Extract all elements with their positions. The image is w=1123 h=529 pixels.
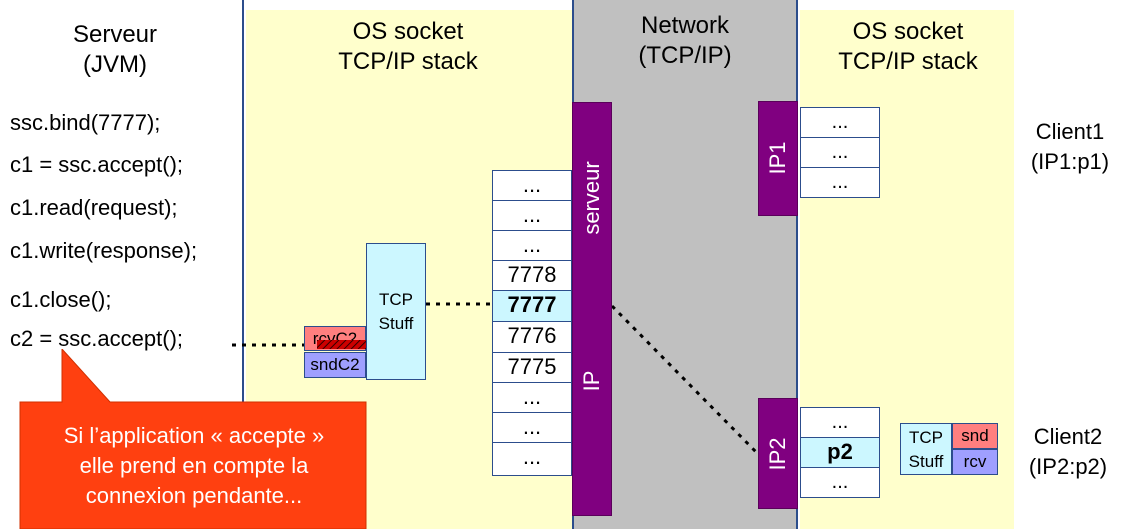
code-line-close: c1.close();	[10, 287, 112, 312]
client2-tcp-stuff-box: TCP Stuff	[900, 423, 952, 475]
port-cell: ...	[492, 200, 572, 231]
code-line-write: c1.write(response);	[10, 238, 198, 263]
client2-cell-highlighted: p2	[800, 437, 880, 468]
client1-label: Client1 (IP1:p1)	[1010, 117, 1123, 177]
os-socket-right-title-line2: TCP/IP stack	[838, 48, 978, 75]
network-title-line2: (TCP/IP)	[638, 42, 732, 69]
port-cell: 7776	[492, 321, 572, 353]
port-cell: 7778	[492, 260, 572, 291]
snd-buffer-label: sndC2	[310, 355, 360, 374]
code-line-bind: ssc.bind(7777);	[10, 110, 161, 135]
os-socket-left-title-line1: OS socket	[352, 18, 464, 45]
port-cell: ...	[492, 170, 572, 201]
client2-tcp-line1: TCP	[909, 428, 943, 447]
client2-address: (IP2:p2)	[1028, 454, 1108, 479]
tcp-stuff-line2: Stuff	[378, 314, 414, 333]
snd-buffer-c2: sndC2	[304, 352, 366, 378]
ip-to-ip2-line	[610, 304, 762, 458]
client2-rcv-label: rcv	[963, 452, 987, 471]
tcp-stuff-line1: TCP	[379, 290, 413, 309]
os-socket-left-title: OS socket TCP/IP stack	[300, 17, 516, 77]
port-cell-highlighted: 7777	[492, 290, 572, 322]
network-title-line1: Network	[640, 12, 730, 39]
client2-snd-label: snd	[961, 426, 989, 445]
os-socket-left-title-line2: TCP/IP stack	[338, 48, 478, 75]
rcv-buffer-hatch	[317, 340, 377, 349]
client2-cell: ...	[800, 407, 880, 438]
server-title: Serveur (JVM)	[30, 20, 200, 80]
client1-cell: ...	[800, 107, 880, 138]
port-cell: 7775	[492, 352, 572, 383]
callout-line2: elle prend en compte la	[79, 453, 309, 478]
port-cell: ...	[492, 412, 572, 443]
port-cell: ...	[492, 230, 572, 261]
ip1-bar	[758, 101, 798, 216]
client1-cell: ...	[800, 137, 880, 168]
serveur-label: serveur	[579, 161, 604, 235]
callout-line3: connexion pendante...	[85, 483, 303, 508]
client1-cell: ...	[800, 167, 880, 198]
network-title: Network (TCP/IP)	[600, 11, 770, 71]
ip-label: IP	[579, 370, 604, 392]
client1-address: (IP1:p1)	[1030, 149, 1110, 174]
code-line-read: c1.read(request);	[10, 195, 178, 220]
client2-rcv-buffer: rcv	[952, 449, 998, 475]
callout-shape	[19, 349, 367, 529]
code-line-accept-c2: c2 = ssc.accept();	[10, 326, 184, 351]
port-cell: ...	[492, 382, 572, 413]
code-line-accept-c1: c1 = ssc.accept();	[10, 152, 184, 177]
os-socket-right-title-line1: OS socket	[852, 18, 964, 45]
port-cell: ...	[492, 442, 572, 476]
client2-snd-buffer: snd	[952, 423, 998, 449]
client2-cell: ...	[800, 467, 880, 498]
ip2-label: IP2	[765, 437, 790, 471]
os-socket-right-title: OS socket TCP/IP stack	[800, 17, 1016, 77]
ip2-bar	[758, 398, 798, 509]
client1-name: Client1	[1035, 119, 1105, 144]
server-title-line2: (JVM)	[83, 51, 147, 78]
client2-name: Client2	[1033, 424, 1103, 449]
client2-tcp-line2: Stuff	[908, 452, 944, 471]
server-ip-bar	[572, 102, 612, 516]
callout-text: Si l’application « accepte » elle prend …	[22, 421, 366, 511]
tcp-stuff-box: TCP Stuff	[366, 243, 426, 380]
ip1-label: IP1	[765, 141, 790, 175]
client2-label: Client2 (IP2:p2)	[1008, 422, 1123, 482]
callout-line1: Si l’application « accepte »	[63, 423, 325, 448]
server-title-line1: Serveur	[72, 21, 158, 48]
